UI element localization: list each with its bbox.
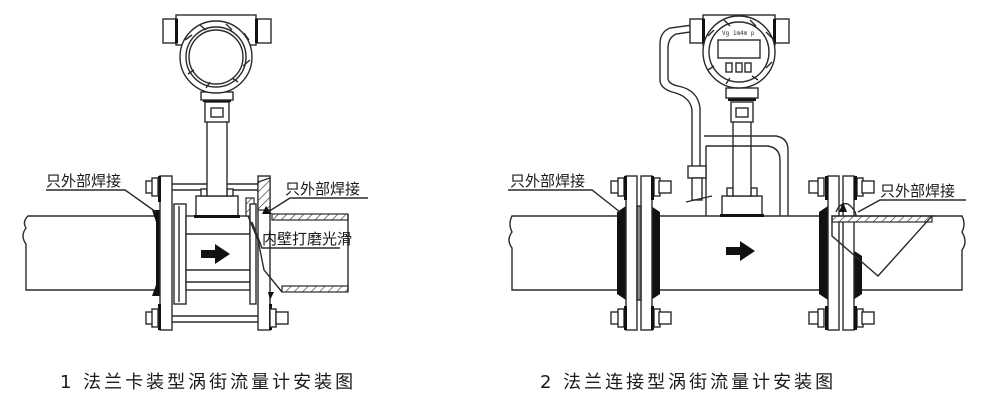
label-weld-right: 只外部焊接 bbox=[880, 182, 955, 200]
leader-weld-right bbox=[267, 197, 368, 213]
label-weld-right: 只外部焊接 bbox=[285, 180, 360, 198]
flange-pair-downstream bbox=[827, 175, 840, 331]
leader-weld-left bbox=[508, 189, 621, 213]
leader-weld-right bbox=[857, 199, 966, 213]
key-button-2 bbox=[735, 62, 743, 73]
flange-pair-upstream bbox=[625, 175, 638, 331]
flow-arrow-icon bbox=[726, 241, 755, 261]
bolt-bottom-left bbox=[145, 308, 159, 328]
upstream-pipe bbox=[508, 215, 618, 291]
left-flange bbox=[159, 175, 173, 331]
transmitter-head-display: Vg 1m4m p bbox=[689, 14, 790, 89]
flow-arrow-icon bbox=[201, 244, 230, 264]
label-inner-wall: 内壁打磨光滑 bbox=[262, 230, 352, 248]
caption-diagram-2: 2 法兰连接型涡街流量计安装图 bbox=[540, 372, 836, 393]
bolts-downstream bbox=[808, 176, 875, 330]
bolts-upstream bbox=[610, 176, 672, 330]
weld-bead-left bbox=[617, 206, 626, 300]
diagram-wafer-type: 只外部焊接 只外部焊接 内壁打磨光滑 1 法兰卡装型涡街流量计安装图 bbox=[22, 14, 368, 393]
lcd-screen bbox=[717, 39, 761, 59]
display-text: Vg 1m4m p bbox=[722, 30, 755, 37]
impulse-tubing bbox=[659, 23, 789, 216]
right-flange bbox=[257, 175, 271, 331]
weld-bead-left bbox=[152, 210, 160, 296]
key-button-3 bbox=[744, 62, 752, 73]
downstream-pipe-section bbox=[831, 202, 966, 291]
label-weld-left: 只外部焊接 bbox=[510, 172, 585, 190]
caption-diagram-1: 1 法兰卡装型涡街流量计安装图 bbox=[60, 372, 356, 393]
upstream-pipe bbox=[22, 215, 158, 291]
diagram-flanged-type: Vg 1m4m p bbox=[508, 14, 966, 393]
key-button-1 bbox=[725, 62, 733, 73]
transmitter-head bbox=[162, 14, 272, 94]
downstream-pipe-section bbox=[247, 206, 349, 300]
leader-inner-wall bbox=[251, 221, 340, 249]
leader-weld-left bbox=[46, 189, 157, 213]
label-weld-left: 只外部焊接 bbox=[46, 172, 121, 190]
bolt-top-left bbox=[145, 177, 159, 197]
bolt-bottom-right bbox=[269, 308, 289, 328]
